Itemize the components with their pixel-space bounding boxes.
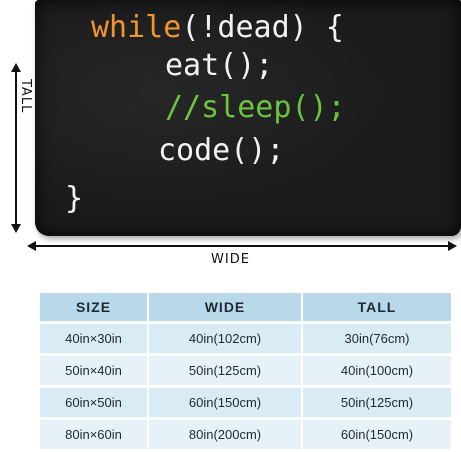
header-tall: TALL xyxy=(303,293,451,321)
table-row: 40in×30in 40in(102cm) 30in(76cm) xyxy=(40,324,451,353)
cell-tall: 40in(100cm) xyxy=(303,356,451,385)
table-row: 50in×40in 50in(125cm) 40in(100cm) xyxy=(40,356,451,385)
code-line-5: } xyxy=(65,181,84,216)
wide-label: WIDE xyxy=(211,252,250,267)
wide-dimension-line xyxy=(35,245,449,247)
table-row: 60in×50in 60in(150cm) 50in(125cm) xyxy=(40,388,451,417)
arrow-up-icon xyxy=(11,63,21,72)
header-wide: WIDE xyxy=(149,293,303,321)
size-chart-table: SIZE WIDE TALL 40in×30in 40in(102cm) 30i… xyxy=(40,290,451,452)
cell-size: 50in×40in xyxy=(40,356,149,385)
tall-label: TALL xyxy=(18,79,33,114)
arrow-left-icon xyxy=(27,241,36,251)
tall-dimension-arrow xyxy=(10,63,22,233)
code-keyword: while xyxy=(91,10,182,45)
blanket-image: while(!dead) { eat(); //sleep(); code();… xyxy=(35,0,461,236)
tall-dimension-line xyxy=(15,71,17,225)
arrow-right-icon xyxy=(448,241,457,251)
cell-size: 40in×30in xyxy=(40,324,149,353)
code-line-3-comment: //sleep(); xyxy=(165,90,346,125)
code-line-1: while(!dead) { xyxy=(91,6,344,50)
header-size: SIZE xyxy=(40,293,149,321)
cell-wide: 40in(102cm) xyxy=(149,324,303,353)
arrow-down-icon xyxy=(11,224,21,233)
code-line-2: eat(); xyxy=(165,48,274,83)
wide-dimension-arrow xyxy=(27,240,457,252)
cell-tall: 30in(76cm) xyxy=(303,324,451,353)
code-condition: (!dead) { xyxy=(181,10,344,45)
code-line-4: code(); xyxy=(158,133,285,168)
cell-wide: 60in(150cm) xyxy=(149,388,303,417)
table-header-row: SIZE WIDE TALL xyxy=(40,293,451,321)
cell-size: 60in×50in xyxy=(40,388,149,417)
cell-wide: 50in(125cm) xyxy=(149,356,303,385)
cell-tall: 50in(125cm) xyxy=(303,388,451,417)
